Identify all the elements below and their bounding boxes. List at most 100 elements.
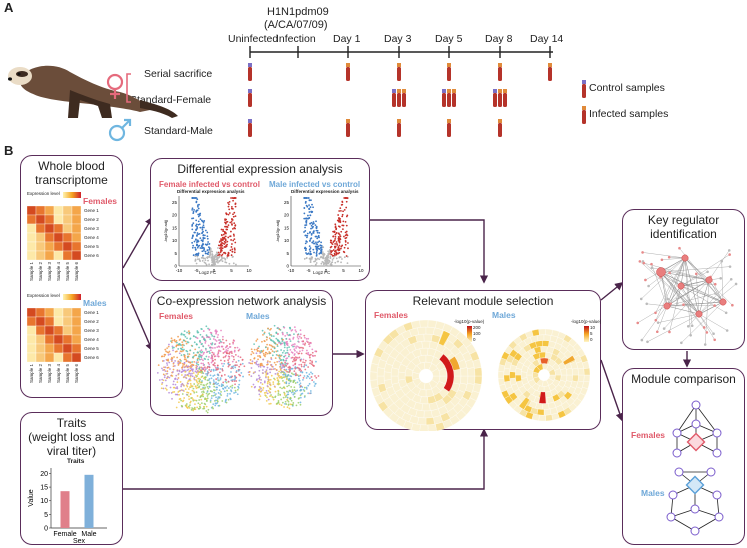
volcano-point bbox=[311, 227, 314, 229]
network-node bbox=[286, 398, 288, 401]
network-node bbox=[211, 342, 214, 345]
network-node bbox=[285, 364, 288, 367]
volcano-point bbox=[191, 208, 194, 211]
network-node bbox=[287, 378, 290, 381]
module-legend-f-t3: 0 bbox=[473, 337, 476, 342]
network-node bbox=[187, 380, 190, 383]
network-node bbox=[250, 367, 253, 369]
volcano-point bbox=[321, 252, 324, 255]
sample-tubes bbox=[248, 63, 552, 137]
network-node bbox=[282, 380, 284, 382]
volcano-point bbox=[304, 242, 307, 245]
network-node bbox=[218, 341, 221, 344]
network-node bbox=[300, 337, 303, 339]
sunburst-segment bbox=[376, 367, 385, 377]
network-node bbox=[293, 396, 296, 398]
volcano-point bbox=[204, 229, 207, 232]
volcano-point bbox=[334, 225, 337, 228]
network-node bbox=[209, 346, 211, 349]
network-node bbox=[207, 408, 210, 411]
network-node bbox=[299, 350, 301, 353]
network-node bbox=[178, 339, 181, 341]
volcano-point bbox=[202, 221, 205, 224]
volcano-point bbox=[308, 216, 311, 219]
sunburst-segment bbox=[515, 374, 522, 383]
network-node bbox=[315, 376, 318, 379]
network-node bbox=[232, 341, 234, 344]
network-node bbox=[194, 385, 197, 388]
network-node bbox=[215, 331, 218, 334]
network-node bbox=[186, 394, 189, 396]
network-node bbox=[218, 396, 221, 399]
diff-sub-m: Differential expression analysis bbox=[291, 189, 359, 194]
volcano-ytick: 5 bbox=[174, 251, 177, 256]
network-node bbox=[281, 387, 283, 390]
volcano-point bbox=[202, 249, 205, 252]
heatmap-cell bbox=[62, 241, 73, 252]
volcano-point bbox=[195, 243, 198, 246]
volcano-point bbox=[326, 256, 329, 259]
sunburst-segment bbox=[583, 367, 591, 376]
network-node bbox=[174, 360, 177, 362]
volcano-point bbox=[234, 215, 237, 218]
network-node bbox=[302, 388, 305, 391]
volcano-point bbox=[334, 233, 337, 236]
network-node bbox=[203, 370, 206, 372]
sunburst-segment bbox=[448, 356, 461, 371]
network-node bbox=[191, 375, 194, 378]
network-node bbox=[200, 388, 202, 391]
regulator-node bbox=[647, 284, 650, 288]
regulator-edge bbox=[660, 271, 689, 306]
male-hub-node bbox=[685, 475, 705, 495]
gene-label: Gene 4 bbox=[84, 337, 99, 342]
module-legend-f: -log10(p-value) bbox=[454, 319, 485, 324]
regulator-edge bbox=[698, 313, 728, 331]
heatmap-cell bbox=[35, 334, 46, 345]
network-node bbox=[270, 327, 272, 330]
network-node bbox=[182, 349, 185, 352]
network-node bbox=[190, 408, 193, 411]
network-node bbox=[289, 380, 292, 383]
network-node bbox=[281, 366, 284, 368]
volcano-point bbox=[209, 250, 212, 253]
network-node bbox=[185, 360, 188, 363]
volcano-point bbox=[197, 252, 200, 255]
legend-control: Control samples bbox=[589, 82, 665, 94]
network-node bbox=[254, 371, 257, 373]
heatmap-cell bbox=[44, 343, 55, 354]
network-node bbox=[227, 365, 230, 368]
volcano-point bbox=[310, 264, 313, 267]
network-node bbox=[202, 362, 204, 365]
network-node bbox=[187, 368, 190, 371]
volcano-point bbox=[320, 248, 323, 251]
network-node bbox=[217, 339, 220, 342]
network-node bbox=[199, 358, 201, 361]
sunburst-segment bbox=[518, 396, 530, 410]
volcano-point bbox=[199, 214, 201, 217]
network-node bbox=[213, 391, 216, 394]
volcano-point bbox=[338, 248, 341, 250]
volcano-point bbox=[309, 214, 312, 217]
volcano-point bbox=[192, 197, 194, 199]
volcano-point bbox=[317, 247, 320, 250]
volcano-point bbox=[214, 258, 216, 261]
network-node bbox=[206, 397, 209, 400]
regulator-hub bbox=[677, 282, 685, 290]
network-node bbox=[231, 386, 234, 389]
network-node bbox=[203, 407, 206, 410]
heatmap-cell bbox=[62, 250, 73, 261]
network-node bbox=[167, 353, 170, 356]
network-node bbox=[209, 401, 212, 403]
network-node bbox=[184, 356, 186, 359]
volcano-point bbox=[333, 252, 336, 255]
network-node bbox=[234, 391, 237, 394]
sunburst-segment bbox=[542, 340, 550, 347]
network-node bbox=[270, 335, 273, 337]
module-legend-m-t1: 10 bbox=[590, 325, 596, 330]
sunburst-female bbox=[369, 319, 483, 431]
network-node bbox=[228, 346, 231, 348]
volcano-point bbox=[204, 243, 207, 246]
volcano-point bbox=[202, 224, 205, 227]
traits-ylabel: Value bbox=[28, 489, 35, 506]
network-node bbox=[299, 368, 302, 371]
